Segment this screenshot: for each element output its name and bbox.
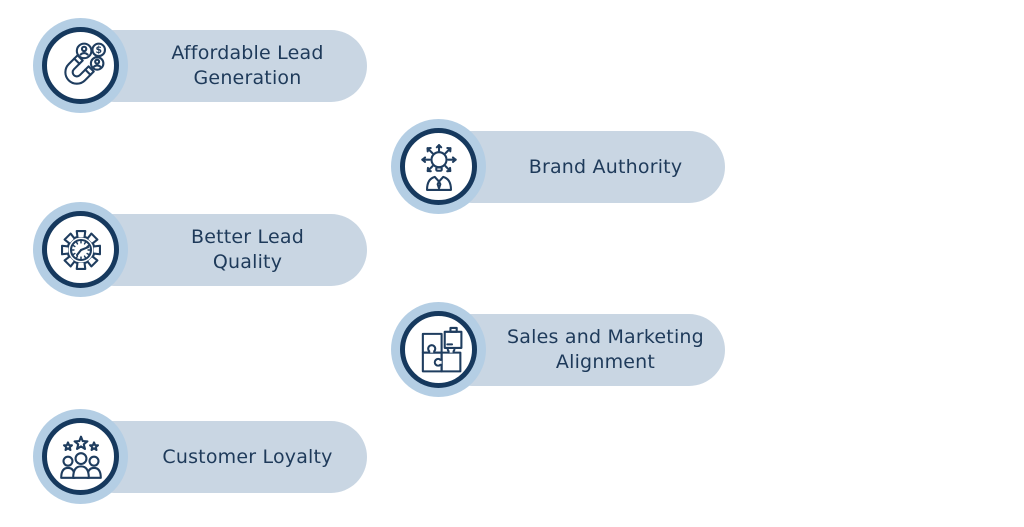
benefit-label: Sales and Marketing Alignment bbox=[507, 326, 704, 373]
people-stars-icon bbox=[59, 435, 102, 479]
puzzle-pieces-icon bbox=[421, 326, 462, 372]
icon-ring bbox=[400, 311, 477, 388]
svg-text:$: $ bbox=[95, 45, 102, 56]
benefit-label: Customer Loyalty bbox=[162, 445, 333, 468]
gear-clock-icon bbox=[60, 229, 101, 270]
icon-ring bbox=[42, 211, 119, 288]
magnet-attracting-leads-icon: $ bbox=[63, 42, 106, 85]
lightbulb-person-arrows-icon bbox=[420, 143, 457, 191]
benefit-pill: Sales and Marketing Alignment bbox=[436, 314, 725, 386]
benefit-label: Affordable Lead Generation bbox=[171, 42, 324, 89]
benefit-better-lead-quality: Better Lead Quality bbox=[33, 202, 373, 322]
icon-ring bbox=[400, 128, 477, 205]
benefit-sales-marketing-alignment: Sales and Marketing Alignment bbox=[391, 302, 731, 422]
icon-ring: $ bbox=[42, 27, 119, 104]
benefit-label: Brand Authority bbox=[528, 155, 683, 178]
benefit-customer-loyalty: Customer Loyalty bbox=[33, 409, 373, 527]
icon-ring bbox=[42, 418, 119, 495]
benefit-affordable-lead-generation: Affordable Lead Generation $ bbox=[33, 18, 373, 138]
benefit-label: Better Lead Quality bbox=[190, 226, 304, 273]
benefit-brand-authority: Brand Authority bbox=[391, 119, 731, 239]
